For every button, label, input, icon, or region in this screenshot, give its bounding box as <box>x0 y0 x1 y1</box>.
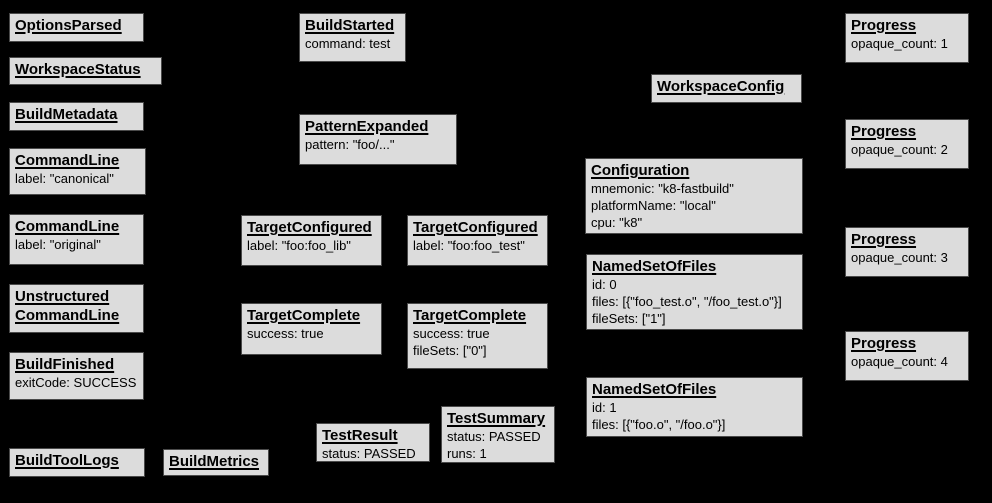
node-named-set-of-files-1: NamedSetOfFiles id: 1 files: [{"foo.o", … <box>586 377 803 437</box>
node-test-summary: TestSummary status: PASSED runs: 1 <box>441 406 555 463</box>
node-progress-4: Progress opaque_count: 4 <box>845 331 969 381</box>
node-title: TestResult <box>322 427 398 444</box>
node-title: BuildMetadata <box>15 106 118 123</box>
node-title: PatternExpanded <box>305 118 429 135</box>
node-target-complete-foo-lib: TargetComplete success: true <box>241 303 382 355</box>
node-progress-1: Progress opaque_count: 1 <box>845 13 969 63</box>
node-attr: mnemonic: "k8-fastbuild" <box>591 181 734 196</box>
node-title: TargetComplete <box>247 307 361 324</box>
node-command-line-original: CommandLine label: "original" <box>9 214 144 265</box>
node-title: TestSummary <box>447 410 546 427</box>
node-title: TargetConfigured <box>247 219 372 236</box>
node-target-configured-foo-test: TargetConfigured label: "foo:foo_test" <box>407 215 548 266</box>
node-title: Configuration <box>591 162 690 179</box>
node-attr: success: true <box>247 326 324 341</box>
node-title: TargetComplete <box>413 307 527 324</box>
node-attr: label: "foo:foo_test" <box>413 238 525 253</box>
node-attr: opaque_count: 1 <box>851 36 948 51</box>
node-title: Progress <box>851 123 917 140</box>
node-attr: fileSets: ["1"] <box>592 311 666 326</box>
node-attr: opaque_count: 4 <box>851 354 948 369</box>
node-workspace-status: WorkspaceStatus <box>9 57 162 85</box>
node-title: CommandLine <box>15 218 120 235</box>
node-attr: cpu: "k8" <box>591 215 643 230</box>
node-build-tool-logs: BuildToolLogs <box>9 448 145 477</box>
node-title: Progress <box>851 335 917 352</box>
node-title: WorkspaceStatus <box>15 61 141 78</box>
node-attr: status: PASSED <box>447 429 541 444</box>
node-attr: fileSets: ["0"] <box>413 343 487 358</box>
node-attr: opaque_count: 2 <box>851 142 948 157</box>
node-title: Progress <box>851 231 917 248</box>
node-attr: files: [{"foo_test.o", "/foo_test.o"}] <box>592 294 782 309</box>
node-title: NamedSetOfFiles <box>592 381 717 398</box>
node-progress-2: Progress opaque_count: 2 <box>845 119 969 169</box>
node-progress-3: Progress opaque_count: 3 <box>845 227 969 277</box>
node-title: BuildToolLogs <box>15 452 119 469</box>
node-attr: label: "canonical" <box>15 171 114 186</box>
node-attr: status: PASSED <box>322 446 416 461</box>
node-attr: platformName: "local" <box>591 198 716 213</box>
node-title: BuildMetrics <box>169 453 260 470</box>
node-configuration: Configuration mnemonic: "k8-fastbuild" p… <box>585 158 803 234</box>
node-command-line-canonical: CommandLine label: "canonical" <box>9 148 146 195</box>
node-attr: label: "foo:foo_lib" <box>247 238 351 253</box>
node-attr: files: [{"foo.o", "/foo.o"}] <box>592 417 726 432</box>
node-build-metrics: BuildMetrics <box>163 449 269 476</box>
node-title: NamedSetOfFiles <box>592 258 717 275</box>
node-test-result: TestResult status: PASSED <box>316 423 430 462</box>
node-attr: id: 0 <box>592 277 617 292</box>
node-title: WorkspaceConfig <box>657 78 785 95</box>
node-unstructured-command-line: Unstructured CommandLine <box>9 284 144 333</box>
node-title: Progress <box>851 17 917 34</box>
node-build-metadata: BuildMetadata <box>9 102 144 131</box>
node-title: OptionsParsed <box>15 17 122 34</box>
node-attr: id: 1 <box>592 400 617 415</box>
node-build-started: BuildStarted command: test <box>299 13 406 62</box>
node-workspace-config: WorkspaceConfig <box>651 74 802 103</box>
node-attr: label: "original" <box>15 237 101 252</box>
node-attr: exitCode: SUCCESS <box>15 375 137 390</box>
node-build-finished: BuildFinished exitCode: SUCCESS <box>9 352 144 400</box>
node-target-complete-foo-test: TargetComplete success: true fileSets: [… <box>407 303 548 369</box>
node-target-configured-foo-lib: TargetConfigured label: "foo:foo_lib" <box>241 215 382 266</box>
node-pattern-expanded: PatternExpanded pattern: "foo/..." <box>299 114 457 165</box>
node-title: TargetConfigured <box>413 219 538 236</box>
node-title: CommandLine <box>15 152 120 169</box>
node-title: BuildFinished <box>15 356 115 373</box>
node-attr: success: true <box>413 326 490 341</box>
node-attr: pattern: "foo/..." <box>305 137 395 152</box>
node-attr: opaque_count: 3 <box>851 250 948 265</box>
node-options-parsed: OptionsParsed <box>9 13 144 42</box>
node-title: BuildStarted <box>305 17 395 34</box>
node-named-set-of-files-0: NamedSetOfFiles id: 0 files: [{"foo_test… <box>586 254 803 330</box>
node-attr: command: test <box>305 36 391 51</box>
node-attr: runs: 1 <box>447 446 487 461</box>
node-title: Unstructured CommandLine <box>15 288 120 324</box>
